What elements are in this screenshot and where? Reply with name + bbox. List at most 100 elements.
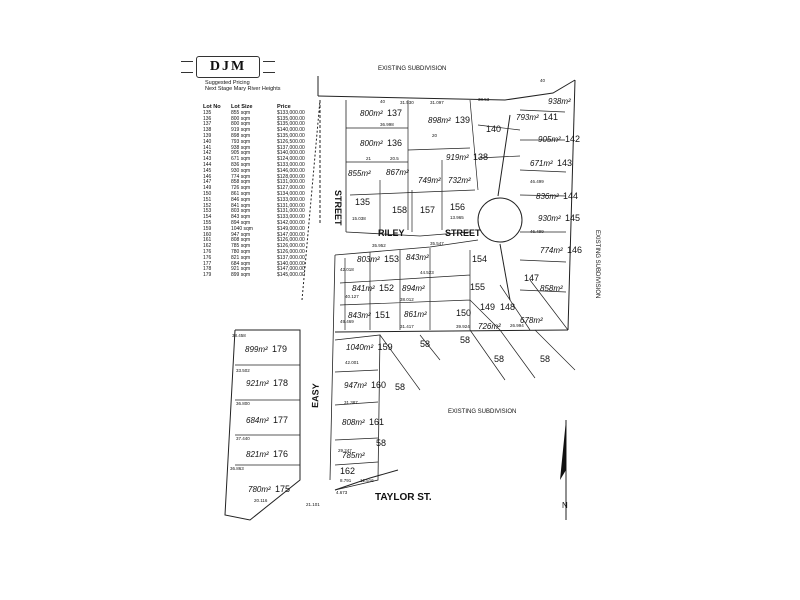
dimension-label: 29.247: [338, 448, 352, 453]
dimension-label: 39.924: [456, 324, 470, 329]
row-price: $126,000.00: [277, 248, 305, 255]
lot-number: 153: [384, 254, 399, 264]
row-lot-size: 800 sqm: [231, 121, 251, 128]
row-price: $135,000.00: [277, 115, 305, 122]
dimension-label: 33.502: [236, 368, 250, 373]
row-price: $140,000.00: [277, 150, 305, 157]
row-lot-no: 146: [203, 173, 212, 180]
lot-area: 678m²: [520, 316, 543, 325]
dimension-label: 46.499: [530, 179, 544, 184]
row-lot-no: 144: [203, 161, 212, 168]
lot-area: 899m²: [245, 345, 268, 354]
existing-lot-number: 58: [420, 339, 430, 349]
row-price: $131,000.00: [277, 202, 305, 209]
lot-number: 148: [500, 302, 515, 312]
row-lot-size: 780 sqm: [231, 248, 251, 255]
existing-lot-number: 58: [540, 354, 550, 364]
row-price: $147,000.00: [277, 266, 305, 273]
row-lot-no: 154: [203, 214, 212, 221]
header-lot-size: Lot Size: [231, 104, 253, 110]
cul-de-sac: [477, 197, 523, 243]
lot-area: 684m²: [246, 416, 269, 425]
lot-number: 141: [543, 112, 558, 122]
dimension-label: 36.998: [380, 122, 394, 127]
dimension-label: 8.791: [340, 478, 352, 483]
existing-lot-number: 58: [395, 382, 405, 392]
lot-area: 800m²: [360, 139, 383, 148]
row-lot-no: 141: [203, 144, 212, 151]
lot-area: 732m²: [448, 176, 471, 185]
row-lot-size: 684 sqm: [231, 260, 251, 267]
lot-number: 144: [563, 191, 578, 201]
row-lot-no: 140: [203, 138, 212, 145]
existing-subdivision-right: EXISTING SUBDIVISION: [594, 230, 600, 298]
row-price: $133,000.00: [277, 109, 305, 116]
dimension-label: 49.469: [340, 319, 354, 324]
row-lot-size: 843 sqm: [231, 214, 251, 221]
cul-de-sac-road-south: [499, 243, 511, 301]
north-label: N: [562, 501, 568, 510]
dimension-label: 42.018: [340, 267, 354, 272]
lot-area: 749m²: [418, 176, 441, 185]
lot-area: 938m²: [548, 97, 571, 106]
row-lot-no: 138: [203, 127, 212, 134]
existing-58-lines: [379, 329, 576, 391]
easy-street-edges: [299, 254, 336, 481]
pricing-header-row: Lot No Lot Size Price: [203, 104, 321, 111]
lot-area: 861m²: [404, 310, 427, 319]
riley-street-north: [345, 231, 471, 237]
dimension-label: 15.038: [352, 216, 366, 221]
dimension-label: 40: [380, 99, 386, 104]
row-lot-size: 785 sqm: [231, 243, 251, 250]
row-price: $133,000.00: [277, 196, 305, 203]
row-lot-no: 135: [203, 109, 212, 116]
row-price: $128,000.00: [277, 173, 305, 180]
south-lot-lines: [334, 369, 379, 466]
right-boundary-line: [567, 79, 576, 331]
row-lot-no: 160: [203, 231, 212, 238]
lot-number: 136: [387, 138, 402, 148]
lot-area: 800m²: [360, 109, 383, 118]
dimension-label: 35.547: [430, 241, 444, 246]
existing-lot-number: 58: [376, 438, 386, 448]
south-block-outline: [334, 334, 381, 491]
row-lot-size: 858 sqm: [231, 179, 251, 186]
row-price: $149,000.00: [277, 225, 305, 232]
row-lot-no: 142: [203, 150, 212, 157]
row-lot-size: 671 sqm: [231, 156, 251, 163]
lot-area: 726m²: [478, 322, 501, 331]
heading-line-1: Suggested Pricing: [205, 80, 250, 86]
lot-number: 175: [275, 484, 290, 494]
row-lot-size: 821 sqm: [231, 254, 251, 261]
row-lot-size: 861 sqm: [231, 190, 251, 197]
lot-number: 140: [486, 124, 501, 134]
riley-street-label: STREET: [445, 228, 481, 238]
row-lot-size: 930 sqm: [231, 167, 251, 174]
row-lot-size: 938 sqm: [231, 144, 251, 151]
existing-lot-number: 58: [494, 354, 504, 364]
row-price: $131,000.00: [277, 208, 305, 215]
row-lot-no: 139: [203, 132, 212, 139]
djm-logo: DJM: [181, 56, 275, 78]
lot-number: 154: [472, 254, 487, 264]
